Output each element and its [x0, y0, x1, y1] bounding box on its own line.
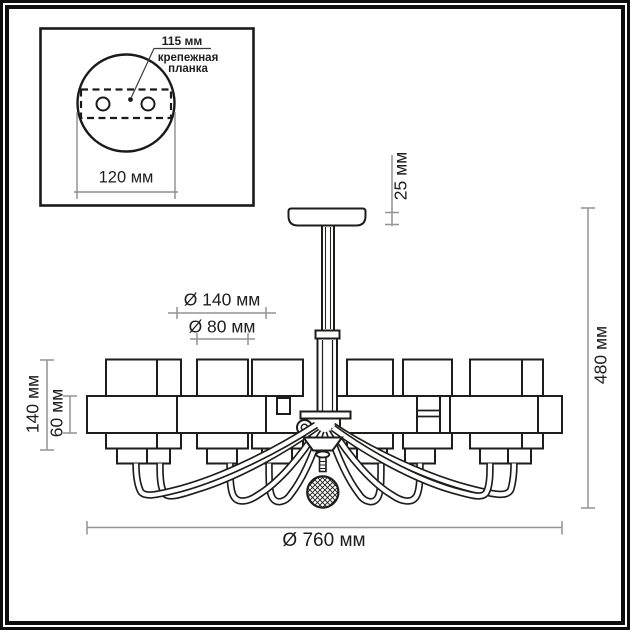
hub-plate [299, 410, 352, 420]
plate-offset-label: 115 мм [161, 34, 203, 48]
screw-hole-right [140, 96, 156, 112]
shade-outer-diameter-label: Ø 140 мм [183, 289, 261, 310]
dim-total-diameter-line [86, 521, 563, 535]
center-finial [301, 436, 344, 509]
dim-shade-height-line [40, 359, 54, 451]
plate-center-dot [128, 97, 133, 102]
arm [330, 424, 494, 500]
dimension-lines [40, 155, 595, 535]
base-diameter-label: 120 мм [98, 168, 154, 187]
down-rod [321, 224, 335, 332]
mounting-plate-dashed [79, 88, 173, 120]
arm [226, 427, 322, 505]
shade-height-label: 140 мм [22, 374, 43, 434]
total-diameter-label: Ø 760 мм [282, 530, 366, 551]
mounting-plate-label-line1: крепежная [157, 52, 219, 64]
shade-top-row [105, 358, 544, 397]
ceiling-canopy [287, 207, 367, 227]
band-connector-lines [417, 409, 440, 418]
mounting-inset-art [39, 27, 255, 207]
leader-line [130, 47, 211, 98]
dim-band-height-line [63, 395, 77, 434]
inset-dim-lines [74, 112, 178, 199]
dim-80-line [190, 333, 255, 345]
arm [132, 421, 319, 499]
canopy-thickness-label: 25 мм [390, 151, 411, 201]
chandelier-arms [132, 421, 518, 506]
crystal-ball [306, 475, 340, 509]
total-height-label: 480 мм [590, 325, 611, 385]
canopy-and-rod [276, 207, 367, 439]
dim-140-line [168, 307, 276, 319]
dim-total-height-line [581, 207, 595, 509]
shade-band-height-label: 60 мм [46, 388, 67, 438]
finial-collar [315, 450, 331, 459]
arm [328, 427, 424, 505]
lower-column [316, 337, 338, 414]
hub-post [276, 397, 291, 415]
mounting-plate-label-line2: планка [168, 63, 208, 75]
canopy-base-circle [76, 53, 176, 153]
shade-band-row [86, 395, 563, 434]
rod-collar [314, 329, 341, 340]
dim-25-line [385, 155, 399, 226]
arm [156, 423, 320, 500]
shade-top-diameter-label: Ø 80 мм [188, 316, 256, 337]
hub-cone [301, 436, 344, 452]
screw-hole-left [95, 96, 111, 112]
